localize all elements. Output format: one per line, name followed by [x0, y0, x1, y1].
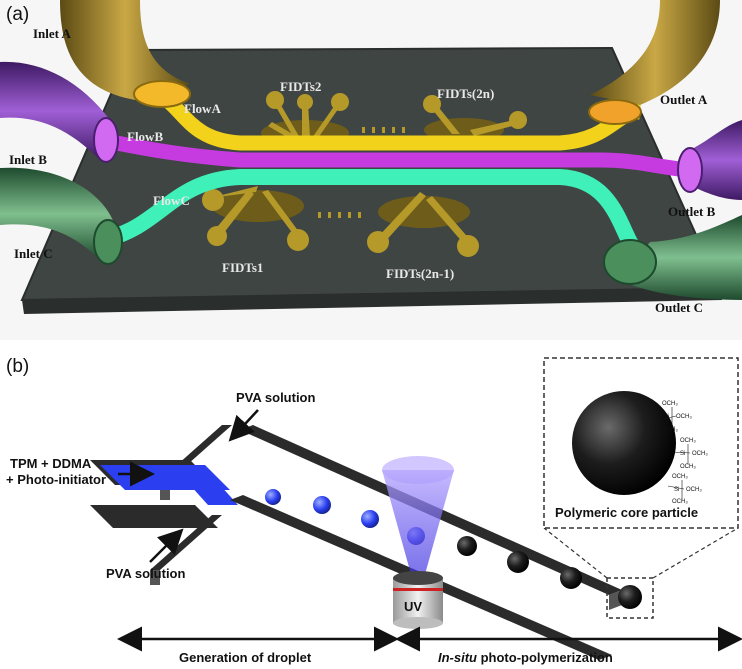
uv-lamp: [393, 571, 443, 629]
chem-group-low-right: OCH₃: [686, 487, 702, 493]
core-particle: [618, 585, 642, 609]
polymerization-label: In-situ photo-polymerization: [438, 650, 613, 665]
dispersed-phase-label-1: TPM + DDMA: [10, 456, 92, 471]
flow-b-channel: [98, 132, 691, 178]
outlet-a-label: Outlet A: [660, 92, 708, 107]
core-particle: [560, 567, 582, 589]
fidts-2n-label: FIDTs(2n): [437, 86, 494, 101]
fidts-2n-1-label: FIDTs(2n-1): [386, 266, 454, 281]
panel-b-tag: (b): [6, 356, 29, 377]
chem-si-top: Si: [664, 414, 669, 420]
core-particle: [507, 551, 529, 573]
pva-top-arrow: [228, 409, 259, 442]
pva-bottom-arrow: [149, 528, 184, 563]
outlet-c-label: Outlet C: [655, 300, 703, 315]
fidts2-electrode: [261, 91, 349, 146]
chip-edge: [22, 288, 722, 314]
dispersed-phase-label-2: + Photo-initiator: [6, 472, 106, 487]
chem-group-low-bottom: OCH₃: [672, 499, 688, 505]
core-particles: [457, 536, 642, 609]
blue-droplet: [313, 496, 331, 514]
flow-c-channel: [98, 169, 646, 263]
chem-group-mid-bottom: OCH₃: [680, 464, 696, 470]
fidts-2n-1-electrode: [367, 192, 479, 257]
chem-group-top: OCH₃: [662, 401, 678, 407]
polymerization-label-italic: In-situ: [438, 650, 477, 665]
outlet-c-tube: [603, 215, 742, 300]
uv-label: UV: [404, 599, 422, 614]
outlet-a-tube: [588, 0, 720, 125]
zoom-box: [606, 577, 654, 619]
pva-top-label: PVA solution: [236, 390, 316, 405]
chem-si-low: Si: [674, 487, 679, 493]
chem-group-mid-right: OCH₃: [692, 451, 708, 457]
electrode-dots: [318, 127, 405, 218]
flow-focusing-junction: [90, 425, 238, 585]
blue-droplet: [361, 510, 379, 528]
blue-droplet: [265, 489, 281, 505]
inlet-c-label: Inlet C: [14, 246, 53, 261]
chem-group-top-bottom: OCH₃: [662, 427, 678, 433]
outlet-b-tube: [677, 120, 742, 200]
panel-a: (a) Inlet A Inlet B Inlet C Outlet A Out…: [0, 0, 742, 315]
chem-group-mid: OCH₃: [680, 438, 696, 444]
generation-label: Generation of droplet: [179, 650, 312, 665]
chem-si-mid: Si: [680, 451, 685, 457]
chem-group-top-right: OCH₃: [676, 414, 692, 420]
inlet-b-tube: [0, 61, 119, 163]
pva-bottom-label: PVA solution: [106, 566, 186, 581]
core-particle: [457, 536, 477, 556]
chem-groups: OCH₃ Si OCH₃ OCH₃ OCH₃ Si OCH₃ OCH₃ OCH₃…: [659, 401, 708, 505]
inlet-b-label: Inlet B: [9, 152, 47, 167]
inlet-c-tube: [0, 167, 123, 265]
flow-c-label: FlowC: [153, 193, 190, 208]
large-core-particle: [572, 391, 676, 495]
fidts2-label: FIDTs2: [280, 79, 321, 94]
chem-group-low: OCH₃: [672, 474, 688, 480]
uv-beam: [382, 456, 454, 578]
core-particle-caption: Polymeric core particle: [555, 505, 698, 520]
flow-b-label: FlowB: [127, 129, 163, 144]
outlet-b-label: Outlet B: [668, 204, 716, 219]
inlet-a-tube: [60, 0, 191, 108]
fidts1-label: FIDTs1: [222, 260, 263, 275]
fidts1-electrode: [202, 186, 309, 251]
flow-a-label: FlowA: [184, 101, 221, 116]
zoom-line-right: [652, 527, 739, 579]
panel-b: (b): [6, 356, 742, 665]
polymerization-label-rest: photo-polymerization: [477, 650, 613, 665]
inlet-a-label: Inlet A: [33, 26, 72, 41]
panel-a-tag: (a): [6, 4, 29, 25]
